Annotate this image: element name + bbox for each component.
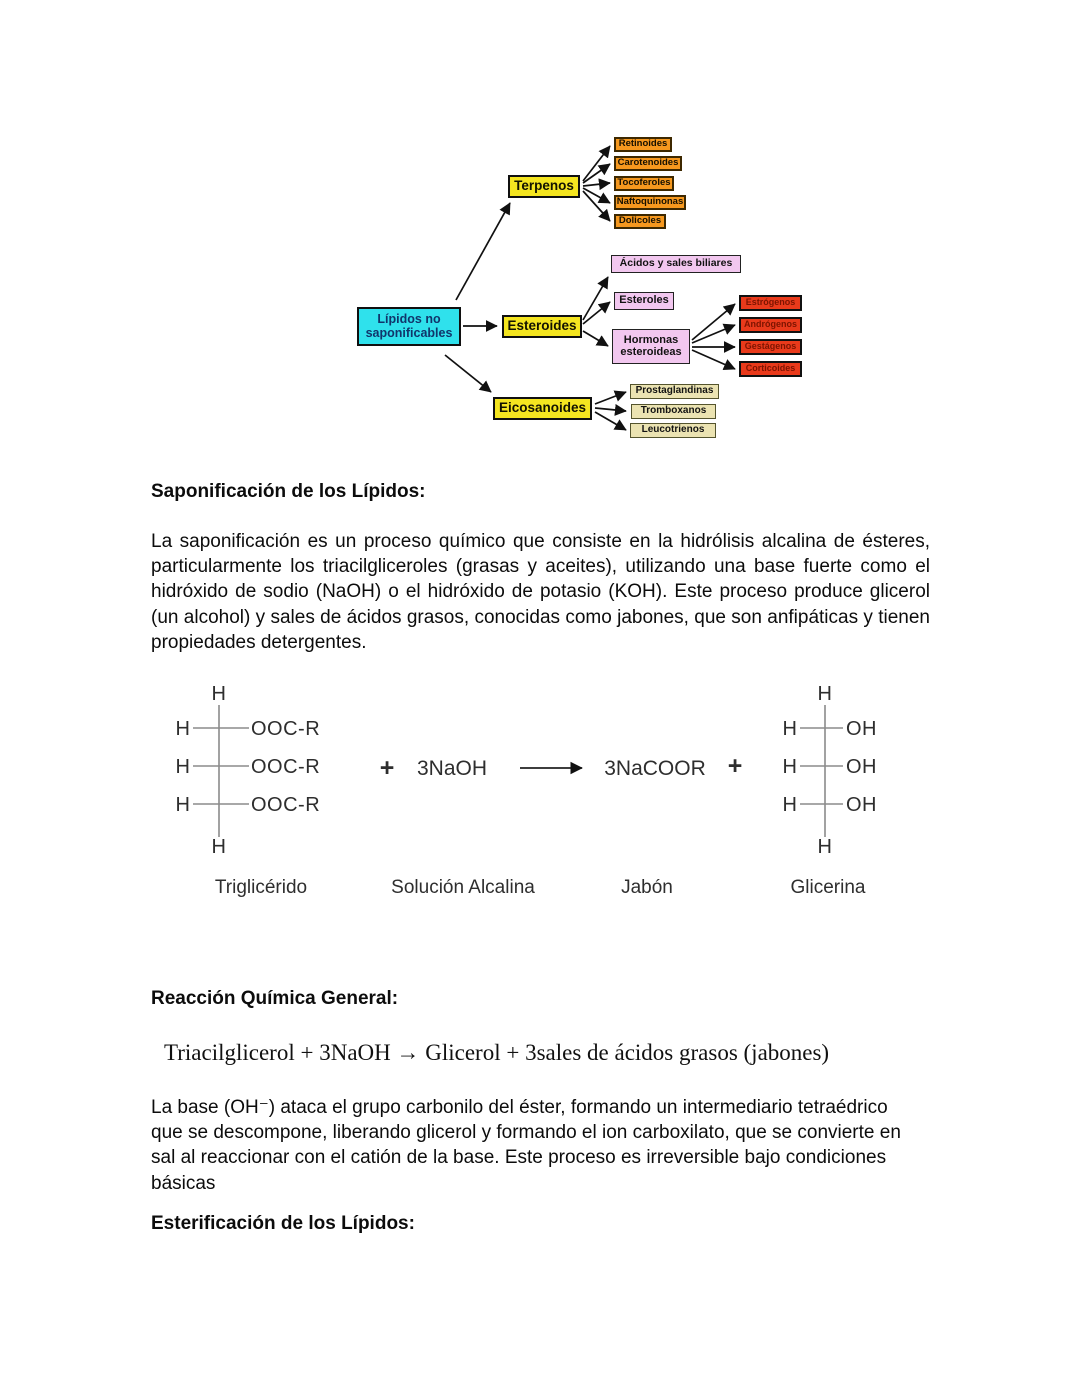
diagram-node-gestagenos: Gestágenos bbox=[739, 339, 802, 355]
triglyceride-label: Triglicérido bbox=[215, 877, 307, 898]
naoh-formula: 3NaOH bbox=[417, 757, 487, 780]
plus-sign-1: + bbox=[380, 754, 395, 782]
diagram-node-retinoides: Retinoides bbox=[614, 137, 672, 152]
diagram-arrow bbox=[582, 276, 609, 321]
glycerin-h1: H bbox=[783, 718, 798, 740]
diagram-arrow bbox=[582, 330, 609, 347]
diagram-arrow bbox=[691, 303, 736, 341]
reaction-heading: Reacción Química General: bbox=[151, 988, 399, 1009]
hydroxyl-3: OH bbox=[846, 794, 877, 816]
diagram-arrow bbox=[594, 404, 627, 416]
diagram-node-esteroides: Esteroides bbox=[502, 315, 582, 338]
diagram-node-carotenoides: Carotenoides bbox=[614, 156, 682, 171]
hydroxyl-1: OH bbox=[846, 718, 877, 740]
diagram-arrow bbox=[582, 187, 611, 204]
reaction-equation: Triacilglicerol + 3NaOH → Glicerol + 3sa… bbox=[164, 1040, 830, 1065]
diagram-arrow bbox=[594, 390, 627, 405]
hydroxyl-2: OH bbox=[846, 756, 877, 778]
glycerin-label: Glicerina bbox=[791, 877, 866, 898]
esterification-heading: Esterificación de los Lípidos: bbox=[151, 1213, 415, 1234]
diagram-node-tromboxanos: Tromboxanos bbox=[631, 404, 716, 419]
saponification-heading: Saponificación de los Lípidos: bbox=[151, 481, 426, 502]
diagram-node-leucotrienos: Leucotrienos bbox=[630, 423, 716, 438]
soap-formula: 3NaCOOR bbox=[604, 757, 706, 780]
ester-group-3: OOC-R bbox=[251, 794, 320, 816]
glycerin-h2: H bbox=[783, 756, 798, 778]
diagram-arrow bbox=[582, 145, 611, 182]
glycerin-top-h: H bbox=[818, 683, 833, 705]
diagram-node-terpenos: Terpenos bbox=[508, 175, 580, 198]
diagram-node-eicosanoides: Eicosanoides bbox=[493, 397, 592, 420]
triglyceride-bottom-h: H bbox=[212, 836, 227, 858]
glycerin-bottom-h: H bbox=[818, 836, 833, 858]
diagram-node-dolicoles: Dolicoles bbox=[614, 214, 666, 229]
diagram-arrow bbox=[582, 163, 611, 184]
triglyceride-h2: H bbox=[176, 756, 191, 778]
plus-sign-2: + bbox=[728, 752, 743, 780]
triglyceride-h3: H bbox=[176, 794, 191, 816]
triglyceride-h1: H bbox=[176, 718, 191, 740]
diagram-node-naftoquinonas: Naftoquinonas bbox=[614, 195, 686, 210]
diagram-arrow bbox=[594, 411, 627, 431]
diagram-node-hormonas-esteroideas: Hormonas esteroideas bbox=[612, 329, 690, 364]
alkaline-solution-label: Solución Alcalina bbox=[391, 877, 535, 898]
diagram-arrow bbox=[455, 202, 511, 301]
soap-label: Jabón bbox=[621, 877, 673, 898]
lipid-classification-diagram: Lípidos no saponificables Terpenos Retinoi… bbox=[350, 128, 820, 450]
triglyceride-top-h: H bbox=[212, 683, 227, 705]
diagram-arrows-layer bbox=[444, 145, 736, 431]
diagram-arrow bbox=[582, 178, 611, 191]
ester-group-2: OOC-R bbox=[251, 756, 320, 778]
diagram-arrow bbox=[691, 349, 736, 370]
mechanism-paragraph: La base (OH⁻) ataca el grupo carbonilo d… bbox=[151, 1097, 901, 1194]
diagram-node-tocoferoles: Tocoferoles bbox=[614, 176, 674, 191]
diagram-node-prostaglandinas: Prostaglandinas bbox=[630, 384, 719, 399]
diagram-node-androgenos: Andrógenos bbox=[739, 317, 802, 333]
diagram-node-corticoides: Corticoides bbox=[739, 361, 802, 377]
diagram-node-lipidos-no-saponificables: Lípidos no saponificables bbox=[357, 307, 461, 346]
diagram-node-esteroles: Esteroles bbox=[614, 292, 674, 310]
saponification-reaction-figure: H H H H OOC-R OOC-R OOC-R H + 3NaOH 3NaC… bbox=[176, 683, 877, 898]
diagram-node-acidos-y-sales-biliares: Ácidos y sales biliares bbox=[611, 255, 741, 273]
diagram-node-estrogenos: Estrógenos bbox=[739, 295, 802, 311]
diagram-arrow bbox=[444, 354, 492, 393]
diagram-arrow bbox=[691, 323, 736, 344]
diagram-arrow bbox=[582, 190, 611, 222]
glycerin-h3: H bbox=[783, 794, 798, 816]
diagram-arrow bbox=[582, 301, 611, 325]
ester-group-1: OOC-R bbox=[251, 718, 320, 740]
saponification-paragraph: La saponificación es un proceso químico … bbox=[151, 531, 930, 653]
